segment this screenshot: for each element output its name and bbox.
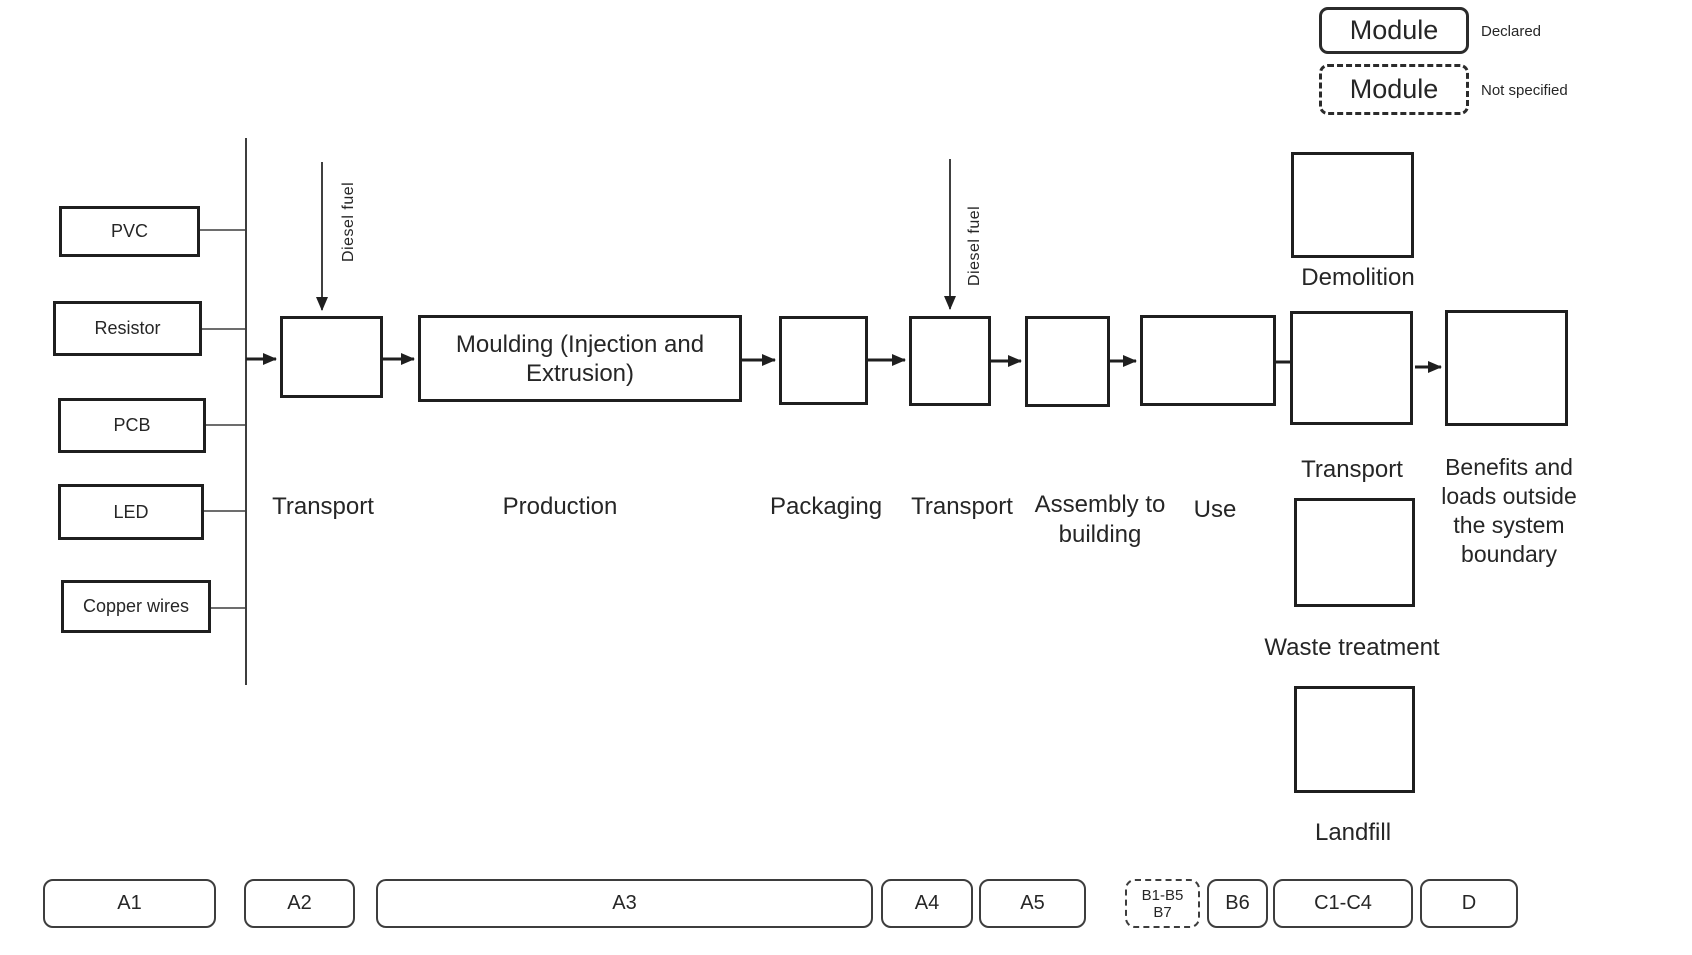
module-chip-a5-label: A5 — [1020, 892, 1045, 914]
stage-box-demolition — [1291, 152, 1414, 258]
input-label-pcb: PCB — [113, 415, 151, 435]
input-box-resistor: Resistor — [53, 301, 202, 356]
legend-not-specified-box-label: Module — [1349, 74, 1439, 104]
module-chip-a3: A3 — [376, 879, 873, 928]
module-chip-a2: A2 — [244, 879, 355, 928]
module-chip-b6: B6 — [1207, 879, 1268, 928]
module-chip-b1-b5-b7: B1-B5 B7 — [1125, 879, 1200, 928]
input-label-copper-wires: Copper wires — [82, 596, 190, 616]
input-label-led: LED — [113, 501, 149, 522]
module-chip-a3-label: A3 — [612, 892, 637, 914]
input-box-copper-wires: Copper wires — [61, 580, 211, 633]
stage-label-transport-3: Transport — [1301, 456, 1403, 483]
stage-box-moulding: Moulding (Injection and Extrusion) — [418, 315, 742, 402]
module-chip-d-label: D — [1461, 892, 1477, 914]
moulding-box-label: Moulding (Injection and Extrusion) — [455, 330, 705, 387]
input-box-pcb: PCB — [58, 398, 206, 453]
legend-not-specified-label: Not specified — [1481, 82, 1568, 99]
stage-box-waste-treatment — [1294, 498, 1415, 607]
stage-label-transport-2: Transport — [911, 493, 1013, 520]
input-box-led: LED — [58, 484, 204, 540]
module-chip-b6-label: B6 — [1225, 892, 1250, 914]
diesel-fuel-label-2: Diesel fuel — [966, 205, 983, 286]
module-chip-a1-label: A1 — [117, 892, 142, 914]
module-chip-a4: A4 — [881, 879, 973, 928]
stage-label-packaging: Packaging — [769, 493, 883, 520]
input-label-resistor: Resistor — [94, 318, 161, 338]
input-label-pvc: PVC — [110, 221, 148, 241]
legend-declared-label: Declared — [1481, 23, 1542, 40]
stage-box-transport-3 — [1290, 311, 1413, 425]
stage-box-landfill — [1294, 686, 1415, 793]
stage-label-use: Use — [1193, 496, 1237, 523]
stage-box-benefits — [1445, 310, 1568, 426]
stage-label-production: Production — [502, 493, 618, 520]
module-chip-c1-c4-label: C1-C4 — [1314, 892, 1372, 914]
stage-box-transport-1 — [280, 316, 383, 398]
module-chip-a5: A5 — [979, 879, 1086, 928]
module-chip-a1: A1 — [43, 879, 216, 928]
stage-label-waste-treatment: Waste treatment — [1264, 634, 1440, 661]
module-chip-b1-b5-label: B1-B5 — [1141, 886, 1184, 904]
stage-box-use — [1140, 315, 1276, 406]
stage-label-assembly: Assembly to building — [1034, 491, 1166, 548]
stage-label-benefits: Benefits and loads outside the system bo… — [1441, 454, 1577, 567]
stage-box-assembly — [1025, 316, 1110, 407]
module-chip-a2-label: A2 — [287, 892, 312, 914]
module-chip-d: D — [1420, 879, 1518, 928]
stage-box-packaging — [779, 316, 868, 405]
diesel-fuel-label-1: Diesel fuel — [340, 181, 357, 262]
legend-not-specified-box: Module — [1319, 64, 1469, 115]
module-chip-a4-label: A4 — [914, 892, 940, 914]
stage-label-transport-1: Transport — [272, 493, 374, 520]
stage-box-transport-2 — [909, 316, 991, 406]
stage-label-landfill: Landfill — [1314, 819, 1392, 846]
module-chip-b7-label: B7 — [1153, 903, 1172, 921]
legend-declared-box: Module — [1319, 7, 1469, 54]
legend-declared-box-label: Module — [1349, 15, 1439, 45]
module-chip-c1-c4: C1-C4 — [1273, 879, 1413, 928]
stage-label-demolition: Demolition — [1301, 264, 1415, 291]
input-box-pvc: PVC — [59, 206, 200, 257]
